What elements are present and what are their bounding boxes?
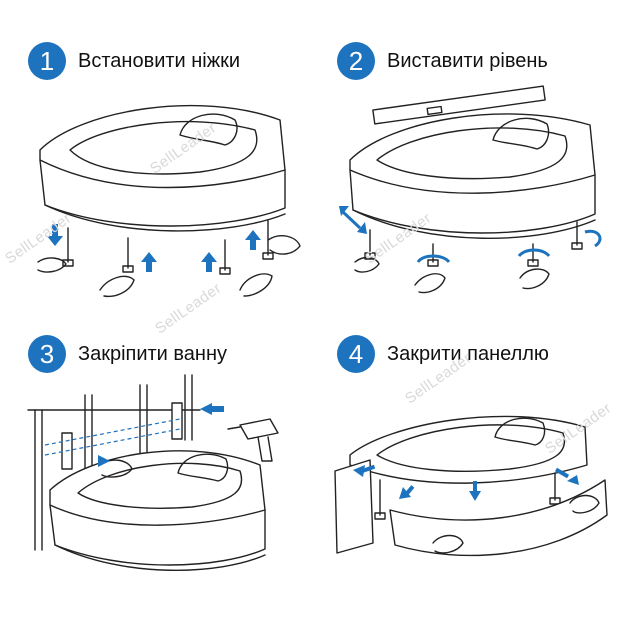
step-4-title: Закрити панеллю xyxy=(387,343,549,365)
bathtub-mount-icon xyxy=(27,374,279,572)
step-3-panel: 3 Закріпити ванну xyxy=(0,315,315,630)
bathtub-panel-icon xyxy=(334,415,608,557)
step-1-title: Встановити ніжки xyxy=(78,50,241,72)
step-4-number-badge: 4 xyxy=(337,335,375,373)
bathtub-level-icon xyxy=(339,85,602,294)
step-1-panel: 1 Встановити ніжки xyxy=(0,0,315,315)
step-2-title: Виставити рівень xyxy=(387,50,548,72)
step-2-panel: 2 Виставити рівень xyxy=(315,0,630,315)
step-3-title: Закріпити ванну xyxy=(78,343,228,365)
step-3-number-badge: 3 xyxy=(28,335,66,373)
bathtub-legs-icon xyxy=(37,104,301,298)
step-2-number-badge: 2 xyxy=(337,42,375,80)
step-4-panel: 4 Закрити панеллю xyxy=(315,315,630,630)
step-1-number-badge: 1 xyxy=(28,42,66,80)
